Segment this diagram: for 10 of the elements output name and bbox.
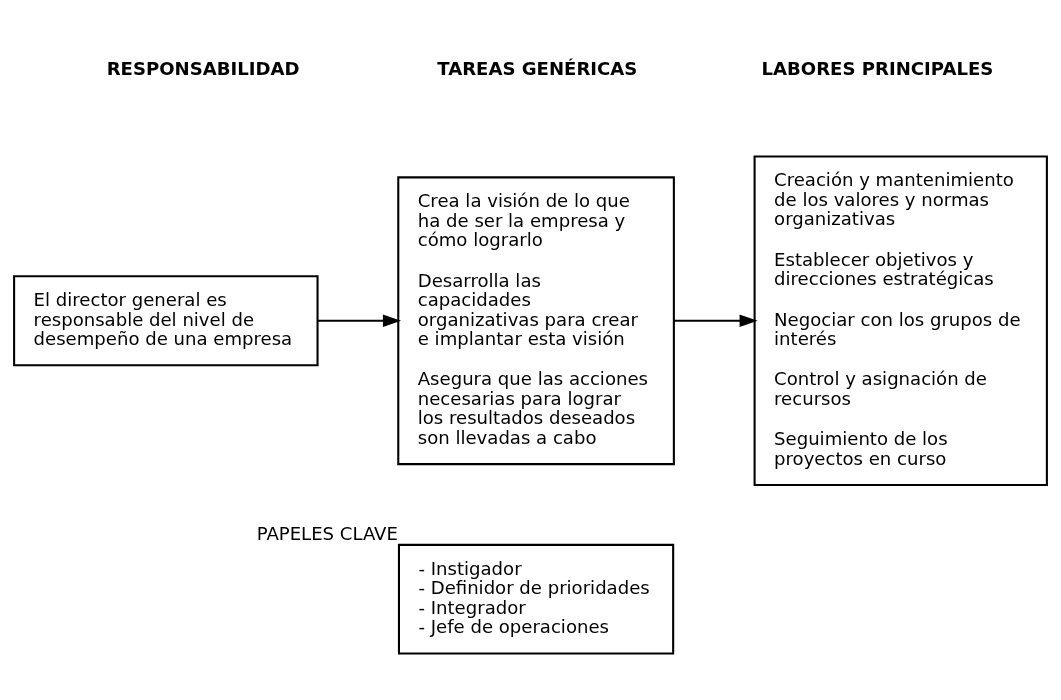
node-label: PAPELES CLAVE [256, 522, 398, 544]
label: TAREAS GENÉRICAS [437, 57, 638, 79]
label: LABORES PRINCIPALES [761, 57, 994, 79]
node-box: - Instigador - Definidor de prioridades - Integrador - Jefe de operaciones [397, 543, 675, 655]
label: RESPONSABILIDAD [106, 57, 300, 79]
node-box: Crea la visión de lo que ha de ser la empresa y cómo lograrlo Desarrolla las capacidades organizativas para crear e implantar esta visión Asegura que las acciones necesarias para lograr los resultados deseados son llevadas a cabo [397, 176, 675, 466]
node-box: Creación y mantenimiento de los valores y normas organizativas Establecer objetivos y direcciones estratégicas Negociar con los grupos de interés Control y asignación de recursos Seguimiento de los proyectos en curso [753, 155, 1048, 487]
arrow [317, 314, 402, 328]
node-box: El director general es responsable del nivel de desempeño de una empresa [13, 275, 319, 367]
arrow [673, 314, 758, 328]
